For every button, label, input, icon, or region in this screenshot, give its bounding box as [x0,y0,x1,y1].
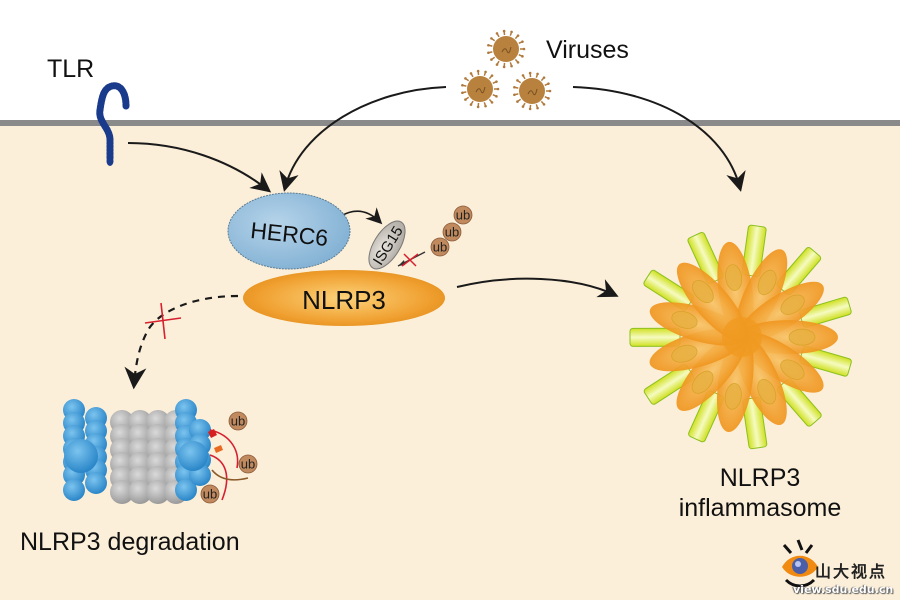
inflammasome-rod [643,269,694,311]
ubiquitin-icon: ub [430,237,450,257]
inhibition-x-icon [144,302,182,340]
virus-icon [513,71,552,111]
ub-label: ub [231,414,245,429]
blocked-ubiquitination [397,251,426,267]
inflammasome-label: NLRP3 inflammasome [650,463,870,523]
viruses-label: Viruses [546,36,629,64]
ub-label: ub [433,240,447,255]
inflammasome-label-line1: NLRP3 [719,464,801,492]
arrow-herc6-to-isg15 [340,207,383,225]
inflammasome-rod [741,224,767,277]
extracellular-space [0,0,900,122]
nlrp3-label: NLRP3 [302,285,386,315]
ubiquitin-icon: ub [238,454,258,474]
inflammasome-rod [776,246,822,296]
cell-membrane [0,120,900,126]
arrow-nlrp3-to-degradation-dashed [124,294,239,390]
inflammasome-rod [776,378,822,427]
inflammasome-icon [629,224,852,450]
inflammasome-rod [643,363,695,405]
virus-icon [487,29,526,69]
inflammasome-rod [799,296,852,328]
arrow-viruses-to-herc6 [279,86,447,192]
tlr-label: TLR [47,55,95,83]
tlr-receptor-icon [96,82,130,166]
nlrp3-protein: NLRP3 [243,270,445,326]
ubiquitin-icon: ub [453,205,473,225]
inflammasome-rod [688,390,725,443]
watermark-text: 山大视点 [815,562,888,581]
ubiquitin-free: ub ub ub [200,411,258,504]
inflammasome-label-line2: inflammasome [678,494,842,522]
watermark-url: view.sdu.edu.cn [793,583,894,596]
degradation-label: NLRP3 degradation [20,528,240,556]
inflammasome-petal [649,302,747,346]
inflammasome-rod [629,327,681,347]
sdu-logo-icon [782,539,818,588]
inflammasome-rod [799,345,852,377]
ub-label: ub [445,225,459,240]
ub-label: ub [241,457,255,472]
inflammasome-core [722,317,762,357]
virus-group [461,29,552,111]
arrow-viruses-to-inflammasome [572,86,746,192]
inflammasome-rod [687,231,724,284]
arrow-nlrp3-to-inflammasome [456,277,619,298]
ub-label: ub [456,208,470,223]
proteasome-icon [63,399,211,504]
ubiquitin-icon: ub [200,484,220,504]
arrow-tlr-to-herc6 [127,142,272,193]
degradation-fragments [208,429,249,501]
ubiquitin-icon: ub [228,411,248,431]
virus-icon [461,69,500,109]
ubiquitin-icon: ub [442,222,462,242]
herc6-protein: HERC6 [227,192,351,270]
ub-label: ub [203,487,217,502]
